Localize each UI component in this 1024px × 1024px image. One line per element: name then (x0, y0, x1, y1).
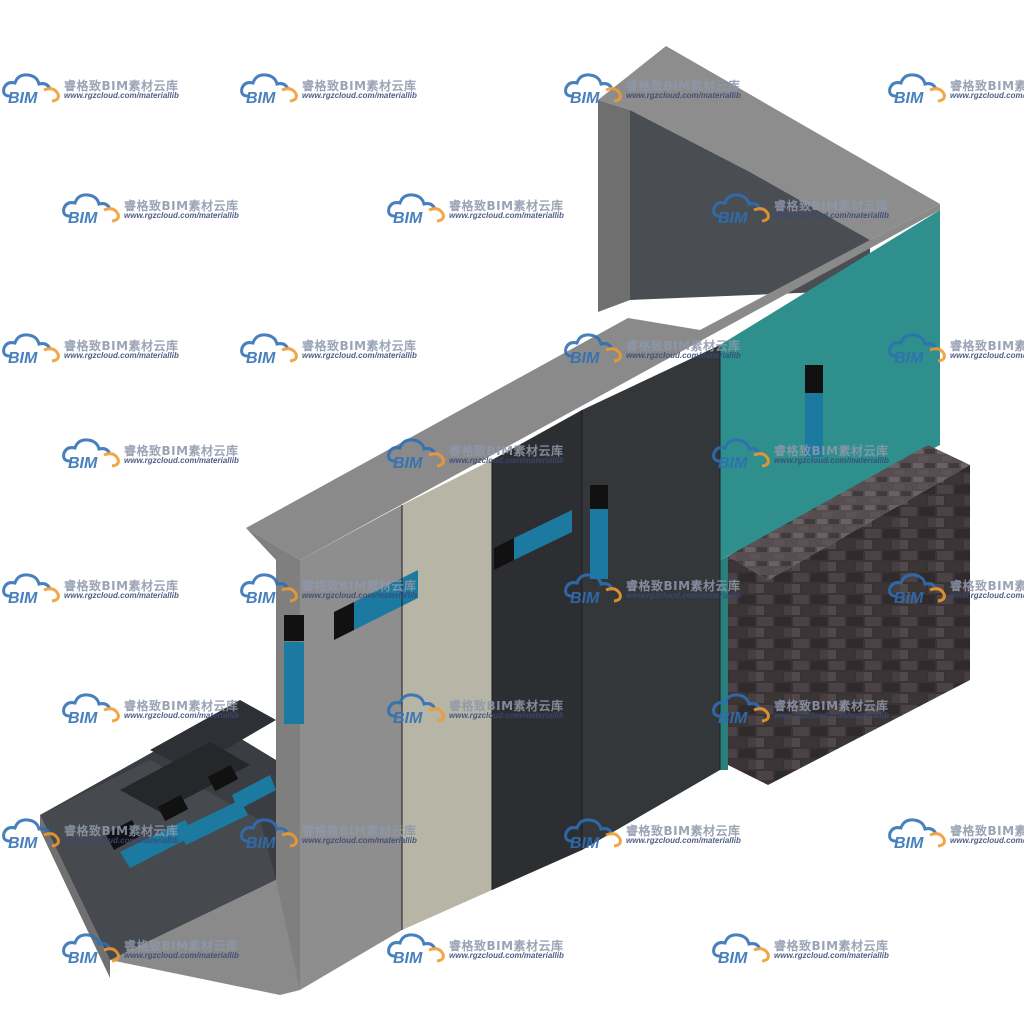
floor-step-2 (120, 742, 250, 812)
floor-lower-face (110, 880, 300, 995)
beige-board-layer (402, 460, 492, 930)
brick-wall-side (768, 465, 970, 785)
back-wall-cap (598, 46, 940, 240)
waterproof-label (514, 510, 572, 560)
teal-insulation-lower (720, 556, 728, 770)
label-tag-3 (232, 775, 276, 810)
floor-label-tags (105, 764, 276, 868)
panel-seams (401, 345, 721, 930)
main-wall-cap (246, 204, 940, 560)
wall-label-tags (284, 365, 823, 724)
brick-wall-front (728, 556, 768, 785)
label-tag-1 (120, 820, 195, 868)
floor-step-1 (150, 700, 276, 770)
protection-label (590, 509, 608, 579)
back-wall-inner-face (598, 100, 630, 312)
floor-concrete-band (40, 760, 276, 960)
insulation-label (805, 393, 823, 457)
column-label (284, 642, 304, 724)
left-column-side (300, 505, 402, 990)
brick-wall-top (728, 445, 970, 580)
waterproof-layer (492, 410, 582, 890)
label-tag-2 (178, 800, 248, 845)
protection-layer (582, 345, 720, 850)
